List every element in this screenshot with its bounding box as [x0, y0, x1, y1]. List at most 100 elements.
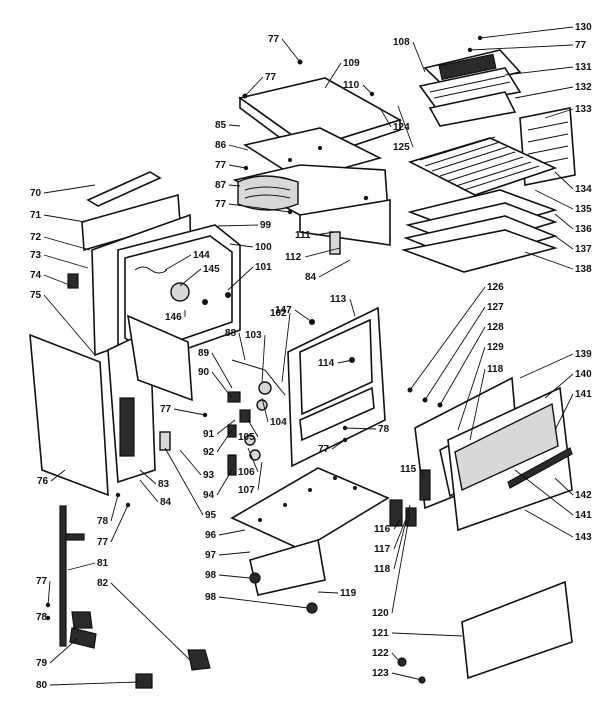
leader-line [179, 449, 202, 476]
leader-line [218, 551, 251, 556]
oven-bottom-pans [401, 189, 558, 273]
leader-line [314, 231, 336, 236]
leader-line [504, 66, 574, 76]
leader-line [349, 298, 356, 317]
part-number-label: 91 [203, 429, 215, 440]
part-number-label: 118 [487, 364, 504, 375]
part-number-label: 141 [575, 510, 592, 521]
leader-line [261, 334, 266, 383]
leader-line [43, 274, 73, 287]
part-number-label: 114 [318, 358, 335, 369]
oven-rack [407, 136, 558, 196]
part-number-label: 77 [318, 444, 330, 455]
part-number-label: 118 [374, 564, 391, 575]
leader-line [218, 596, 309, 609]
part-number-label: 93 [203, 470, 215, 481]
part-number-label: 102 [270, 308, 287, 319]
part-number-label: 88 [225, 328, 237, 339]
part-number-label: 116 [374, 524, 391, 535]
part-number-label: 79 [36, 658, 48, 669]
part-number-label: 77 [575, 40, 587, 51]
part-number-label: 98 [205, 570, 217, 581]
part-number-label: 121 [372, 628, 389, 639]
leader-line [139, 469, 157, 485]
oven-bottom-panel [230, 467, 390, 551]
leader-line [238, 332, 246, 361]
leader-line [281, 312, 291, 383]
part-number-label: 125 [393, 142, 410, 153]
leader-line [534, 189, 574, 210]
part-number-label: 81 [97, 558, 109, 569]
part-number-label: 131 [575, 62, 592, 73]
leader-line [110, 582, 191, 661]
part-number-label: 87 [215, 180, 227, 191]
part-number-label: 132 [575, 82, 592, 93]
part-number-label: 84 [305, 272, 317, 283]
left-side-panel [29, 333, 109, 497]
part-number-label: 109 [343, 58, 360, 69]
valve-79 [71, 611, 93, 629]
leader-line [524, 251, 574, 270]
rear-inner-panel [126, 314, 193, 402]
leader-line [317, 591, 339, 594]
part-number-label: 74 [30, 270, 42, 281]
part-number-label: 85 [215, 120, 227, 131]
part-number-label: 140 [575, 369, 592, 380]
part-number-label: 80 [36, 680, 48, 691]
part-number-label: 95 [205, 510, 217, 521]
part-number-label: 92 [203, 447, 215, 458]
leader-line [43, 294, 96, 356]
burner-tubes [389, 499, 417, 527]
leader-line [47, 616, 51, 619]
part-number-label: 139 [575, 349, 592, 360]
leader-line [524, 509, 574, 538]
leader-line [228, 203, 291, 213]
part-number-label: 146 [165, 312, 182, 323]
leader-line [554, 171, 574, 190]
part-number-label: 77 [215, 199, 227, 210]
part-number-label: 105 [238, 432, 255, 443]
pressure-valve-80 [135, 673, 153, 689]
leader-line [304, 247, 341, 258]
part-number-label: 82 [97, 578, 109, 589]
leader-line [344, 427, 377, 430]
broiler-pan-assembly [418, 49, 522, 127]
part-number-label: 134 [575, 184, 592, 195]
part-number-label: 103 [245, 330, 262, 341]
leader-line [379, 107, 392, 128]
part-number-label: 117 [374, 544, 391, 555]
leader-line [554, 477, 574, 496]
part-number-label: 133 [575, 104, 592, 115]
part-number-label: 136 [575, 224, 592, 235]
leader-line [244, 76, 264, 97]
part-number-label: 99 [260, 220, 272, 231]
leader-line [318, 259, 351, 278]
leader-line [457, 346, 486, 431]
part-number-label: 120 [372, 608, 389, 619]
leader-line [331, 439, 346, 450]
leader-line [514, 469, 574, 516]
part-number-label: 128 [487, 322, 504, 333]
part-number-label: 72 [30, 232, 42, 243]
part-number-label: 143 [575, 532, 592, 543]
gas-manifold [59, 505, 97, 649]
burner-support-97 [249, 538, 326, 614]
leader-line [164, 447, 204, 516]
leader-line [228, 164, 247, 169]
part-number-label: 77 [36, 576, 48, 587]
part-number-label: 123 [372, 668, 389, 679]
leader-line [391, 511, 411, 614]
part-number-label: 113 [330, 294, 347, 305]
leader-line [217, 224, 259, 227]
part-number-label: 89 [198, 348, 210, 359]
leader-line [228, 184, 241, 187]
leader-line [424, 306, 486, 401]
leader-line [110, 504, 129, 543]
gas-valve-assembly [159, 359, 286, 476]
part-number-label: 106 [238, 467, 255, 478]
leader-line [397, 105, 414, 148]
leader-line [179, 268, 202, 287]
cooktop-burner-assembly [232, 164, 391, 255]
leader-line [218, 529, 246, 536]
